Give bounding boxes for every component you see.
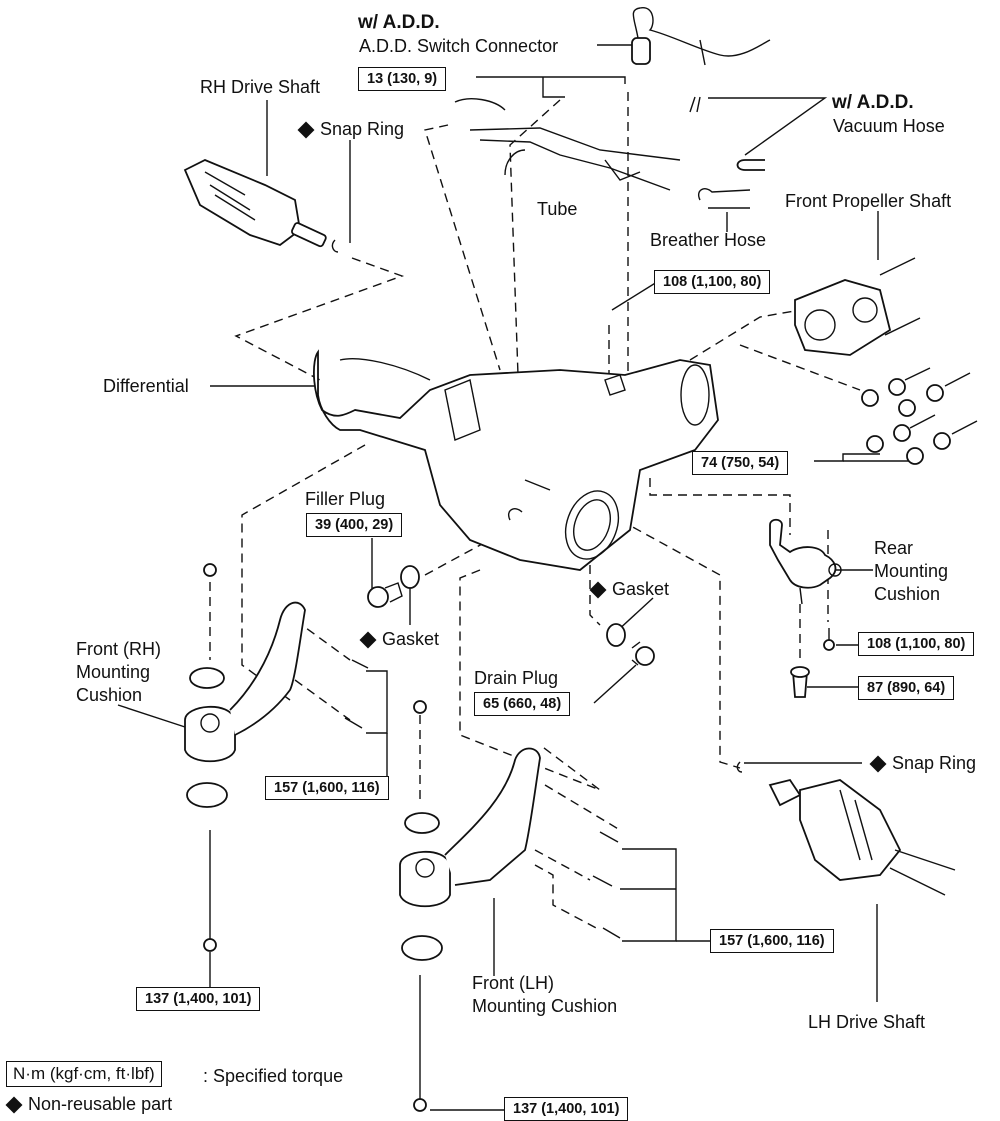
add-switch-connector-label: A.D.D. Switch Connector xyxy=(359,36,559,56)
torque-rear-cushion-nut: 87 (890, 64) xyxy=(858,676,955,700)
tube-label: Tube xyxy=(537,199,578,219)
gasket-filler-label: Gasket xyxy=(358,628,439,650)
front-lh-mounting-cushion-label: Front (LH) Mounting Cushion xyxy=(472,973,618,1016)
leader-lines xyxy=(117,44,910,1111)
front-propeller-shaft-label: Front Propeller Shaft xyxy=(785,191,952,211)
torque-breather-bolt: 108 (1,100, 80) xyxy=(654,270,771,294)
torque-propeller-nuts: 74 (750, 54) xyxy=(692,451,789,475)
add-label-1: w/ A.D.D. xyxy=(358,12,440,33)
torque-front-rh-through-bolt: 137 (1,400, 101) xyxy=(136,987,261,1011)
front-rh-mounting-cushion-label: Front (RH) Mounting Cushion xyxy=(76,639,161,705)
drain-plug-label: Drain Plug xyxy=(474,668,559,688)
torque-front-rh-bolts: 157 (1,600, 116) xyxy=(265,776,389,800)
propeller-bolts-nuts-art xyxy=(861,367,978,465)
non-reusable-diamond-icon xyxy=(5,1096,23,1114)
breather-hose-art xyxy=(698,188,751,209)
torque-front-lh-through-bolt: 137 (1,400, 101) xyxy=(504,1097,629,1121)
differential-housing-art xyxy=(313,349,719,571)
torque-filler-plug: 39 (400, 29) xyxy=(306,513,403,537)
lh-drive-shaft-label: LH Drive Shaft xyxy=(808,1012,926,1032)
lh-drive-shaft-art xyxy=(736,761,956,896)
non-reusable-diamond-icon xyxy=(359,631,377,649)
torque-rear-cushion-bolt: 108 (1,100, 80) xyxy=(858,632,975,656)
non-reusable-diamond-icon xyxy=(869,755,887,773)
legend-torque-desc: : Specified torque xyxy=(203,1066,344,1086)
filler-plug-label: Filler Plug xyxy=(305,489,386,509)
drain-plug-art xyxy=(606,623,655,666)
vacuum-hose-label: Vacuum Hose xyxy=(833,116,945,136)
add-label-2: w/ A.D.D. xyxy=(832,92,914,113)
differential-label: Differential xyxy=(103,376,189,396)
torque-front-lh-bolts: 157 (1,600, 116) xyxy=(710,929,834,953)
torque-drain-plug: 65 (660, 48) xyxy=(474,692,571,716)
rear-mounting-cushion-label: Rear Mounting Cushion xyxy=(874,538,949,604)
snap-ring-rh-label: Snap Ring xyxy=(296,118,404,140)
filler-plug-art xyxy=(367,565,420,608)
legend-non-reusable: Non-reusable part xyxy=(4,1093,172,1115)
rh-drive-shaft-label: RH Drive Shaft xyxy=(200,77,321,97)
rear-mounting-cushion-art xyxy=(769,518,842,605)
snap-ring-lh-label: Snap Ring xyxy=(868,752,976,774)
torque-add-connector-bolt: 13 (130, 9) xyxy=(358,67,447,91)
rh-drive-shaft-art xyxy=(183,159,339,253)
non-reusable-diamond-icon xyxy=(297,121,315,139)
front-propeller-shaft-art xyxy=(794,257,921,356)
vacuum-hose-art xyxy=(689,96,765,171)
legend-torque-unit: N·m (kgf·cm, ft·lbf) xyxy=(6,1061,162,1087)
front-lh-mounting-cushion-art xyxy=(399,700,621,1112)
non-reusable-diamond-icon xyxy=(589,581,607,599)
front-rh-mounting-cushion-art xyxy=(184,563,369,952)
add-switch-connector-art xyxy=(631,7,771,66)
rear-cushion-bolt-art xyxy=(790,628,835,698)
tube-art xyxy=(454,98,681,191)
gasket-drain-label: Gasket xyxy=(588,578,669,600)
breather-hose-label: Breather Hose xyxy=(650,230,767,250)
